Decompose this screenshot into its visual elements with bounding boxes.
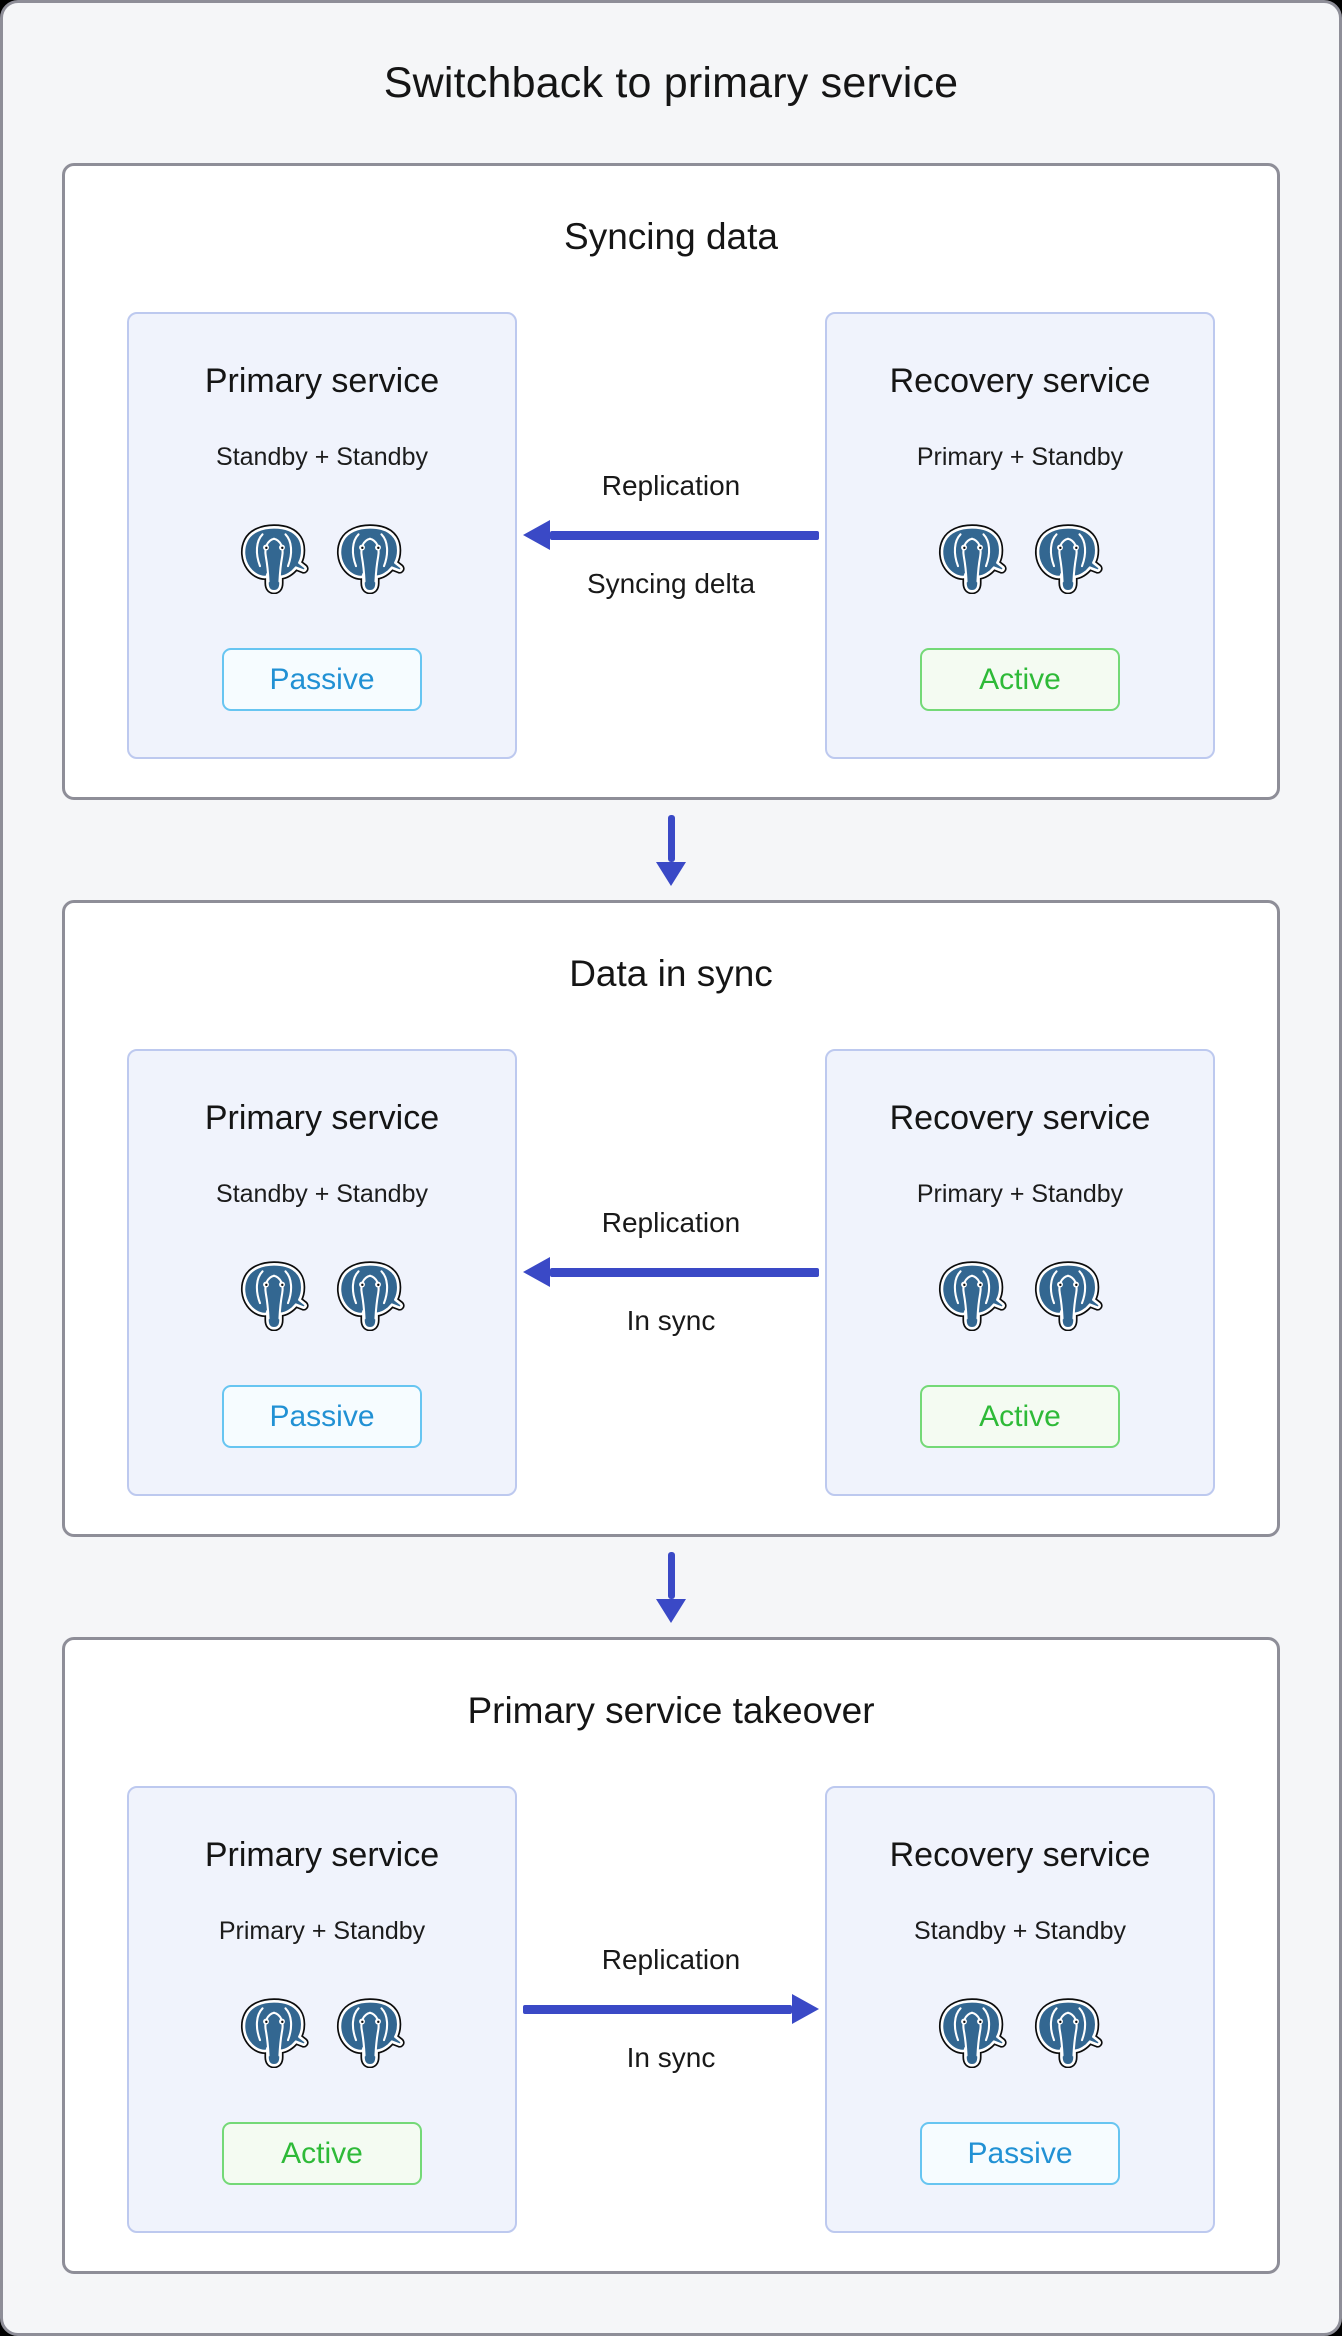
service-card-roles: Primary + Standby (916, 1180, 1124, 1209)
postgresql-elephant-icon (335, 524, 405, 594)
postgresql-elephant-icon (1033, 1261, 1103, 1331)
arrow-label-top: Replication (601, 1206, 741, 1238)
stage-primary-service-takeover: Primary service takeover Primary service… (62, 1637, 1280, 2274)
status-badge: Passive (222, 648, 422, 712)
postgresql-elephant-icon (335, 1998, 405, 2068)
status-badge: Active (920, 1385, 1120, 1449)
replication-arrow-icon (523, 520, 819, 551)
stage-connector (62, 800, 1280, 900)
service-card-roles: Standby + Standby (216, 1180, 428, 1209)
postgresql-elephant-icon (937, 1998, 1007, 2068)
primary-service-card: Primary service Primary + Standby Active (127, 1785, 517, 2233)
arrow-head (523, 1257, 550, 1288)
replication-arrow-group: Replication Syncing delta (517, 312, 825, 759)
postgresql-elephant-icon (239, 524, 309, 594)
stage-connector (62, 1537, 1280, 1637)
database-icons-row (937, 524, 1103, 594)
down-arrow-shaft (667, 814, 675, 862)
recovery-service-card: Recovery service Primary + Standby Activ… (825, 1048, 1215, 1496)
service-card-roles: Standby + Standby (216, 443, 428, 472)
database-icons-row (239, 1998, 405, 2068)
database-icons-row (239, 1261, 405, 1331)
arrow-head (523, 520, 550, 551)
recovery-service-card: Recovery service Primary + Standby Activ… (825, 311, 1215, 759)
stage-row: Primary service Primary + Standby Active… (127, 1785, 1215, 2233)
primary-service-card: Primary service Standby + Standby Passiv… (127, 311, 517, 759)
arrow-shaft (550, 1267, 819, 1277)
arrow-label-bottom: In sync (626, 2042, 716, 2074)
postgresql-elephant-icon (335, 1261, 405, 1331)
status-badge: Passive (222, 1385, 422, 1449)
postgresql-elephant-icon (239, 1998, 309, 2068)
service-card-title: Recovery service (889, 1835, 1151, 1874)
stage-title: Syncing data (564, 216, 778, 257)
postgresql-elephant-icon (937, 1261, 1007, 1331)
service-card-roles: Primary + Standby (916, 443, 1124, 472)
arrow-label-bottom: Syncing delta (586, 568, 756, 600)
replication-arrow-group: Replication In sync (517, 1786, 825, 2233)
postgresql-elephant-icon (1033, 524, 1103, 594)
down-arrow-shaft (667, 1551, 675, 1599)
postgresql-elephant-icon (239, 1261, 309, 1331)
service-card-roles: Primary + Standby (218, 1917, 426, 1946)
service-card-title: Recovery service (889, 1098, 1151, 1137)
stage-title: Primary service takeover (467, 1690, 875, 1731)
status-badge: Active (222, 2122, 422, 2186)
arrow-head (792, 1994, 819, 2025)
service-card-title: Recovery service (889, 361, 1151, 400)
page-title: Switchback to primary service (383, 58, 959, 107)
postgresql-elephant-icon (937, 524, 1007, 594)
arrow-shaft (523, 2004, 792, 2014)
service-card-title: Primary service (204, 361, 440, 400)
database-icons-row (937, 1998, 1103, 2068)
status-badge: Active (920, 648, 1120, 712)
stage-title: Data in sync (569, 953, 773, 994)
status-badge: Passive (920, 2122, 1120, 2186)
arrow-label-top: Replication (601, 469, 741, 501)
arrow-shaft (550, 530, 819, 540)
down-arrow-icon (656, 814, 686, 886)
stage-row: Primary service Standby + Standby Passiv… (127, 1048, 1215, 1496)
down-arrow-icon (656, 1551, 686, 1623)
service-card-title: Primary service (204, 1098, 440, 1137)
down-arrow-head (656, 861, 686, 886)
replication-arrow-icon (523, 1257, 819, 1288)
arrow-label-bottom: In sync (626, 1305, 716, 1337)
service-card-title: Primary service (204, 1835, 440, 1874)
replication-arrow-icon (523, 1994, 819, 2025)
replication-arrow-group: Replication In sync (517, 1049, 825, 1496)
recovery-service-card: Recovery service Standby + Standby Passi… (825, 1785, 1215, 2233)
postgresql-elephant-icon (1033, 1998, 1103, 2068)
database-icons-row (239, 524, 405, 594)
stage-data-in-sync: Data in sync Primary service Standby + S… (62, 900, 1280, 1537)
arrow-label-top: Replication (601, 1943, 741, 1975)
stage-syncing-data: Syncing data Primary service Standby + S… (62, 163, 1280, 800)
database-icons-row (937, 1261, 1103, 1331)
primary-service-card: Primary service Standby + Standby Passiv… (127, 1048, 517, 1496)
down-arrow-head (656, 1598, 686, 1623)
stage-row: Primary service Standby + Standby Passiv… (127, 311, 1215, 759)
service-card-roles: Standby + Standby (914, 1917, 1126, 1946)
